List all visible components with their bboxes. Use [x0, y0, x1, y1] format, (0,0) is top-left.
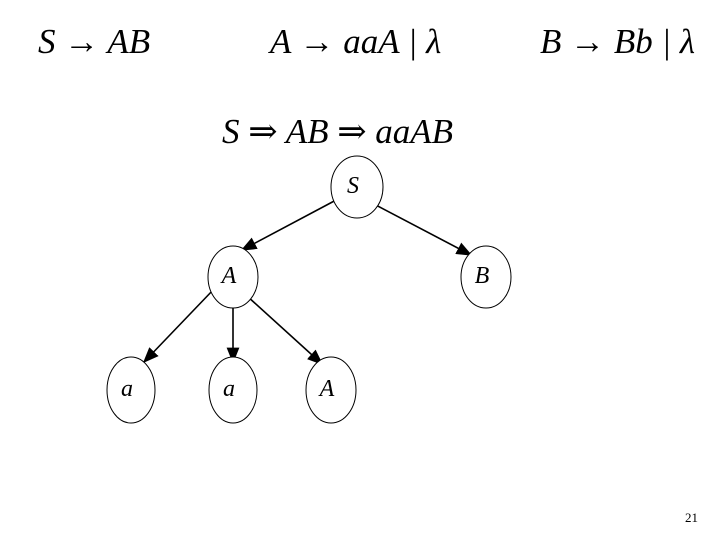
- page-number: 21: [685, 510, 698, 525]
- production-a: A → aaA | λ: [270, 22, 442, 61]
- node-S: S: [330, 155, 384, 219]
- node-label: A: [220, 263, 237, 289]
- production-s: S → AB: [38, 22, 151, 61]
- node-A: A: [207, 245, 259, 309]
- node-label: a: [223, 376, 235, 402]
- node-A2: A: [305, 356, 357, 424]
- node-label: a: [121, 376, 133, 402]
- node-label: B: [475, 263, 490, 289]
- node-ellipse: [106, 356, 156, 424]
- node-a1: a: [106, 356, 156, 424]
- node-B: B: [460, 245, 512, 309]
- node-ellipse: [330, 155, 384, 219]
- node-ellipse: [305, 356, 357, 424]
- node-ellipse: [207, 245, 259, 309]
- node-label: S: [347, 173, 359, 199]
- edge-S-A: [240, 198, 339, 251]
- node-a2: a: [208, 356, 258, 424]
- node-ellipse: [460, 245, 512, 309]
- node-ellipse: [208, 356, 258, 424]
- derivation: S ⇒ AB ⇒ aaAB: [222, 112, 454, 151]
- edge-A-a1: [142, 288, 215, 364]
- production-b: B → Bb | λ: [540, 22, 696, 61]
- node-label: A: [318, 376, 335, 402]
- edge-A-A2: [246, 295, 324, 366]
- edge-S-B: [371, 202, 473, 256]
